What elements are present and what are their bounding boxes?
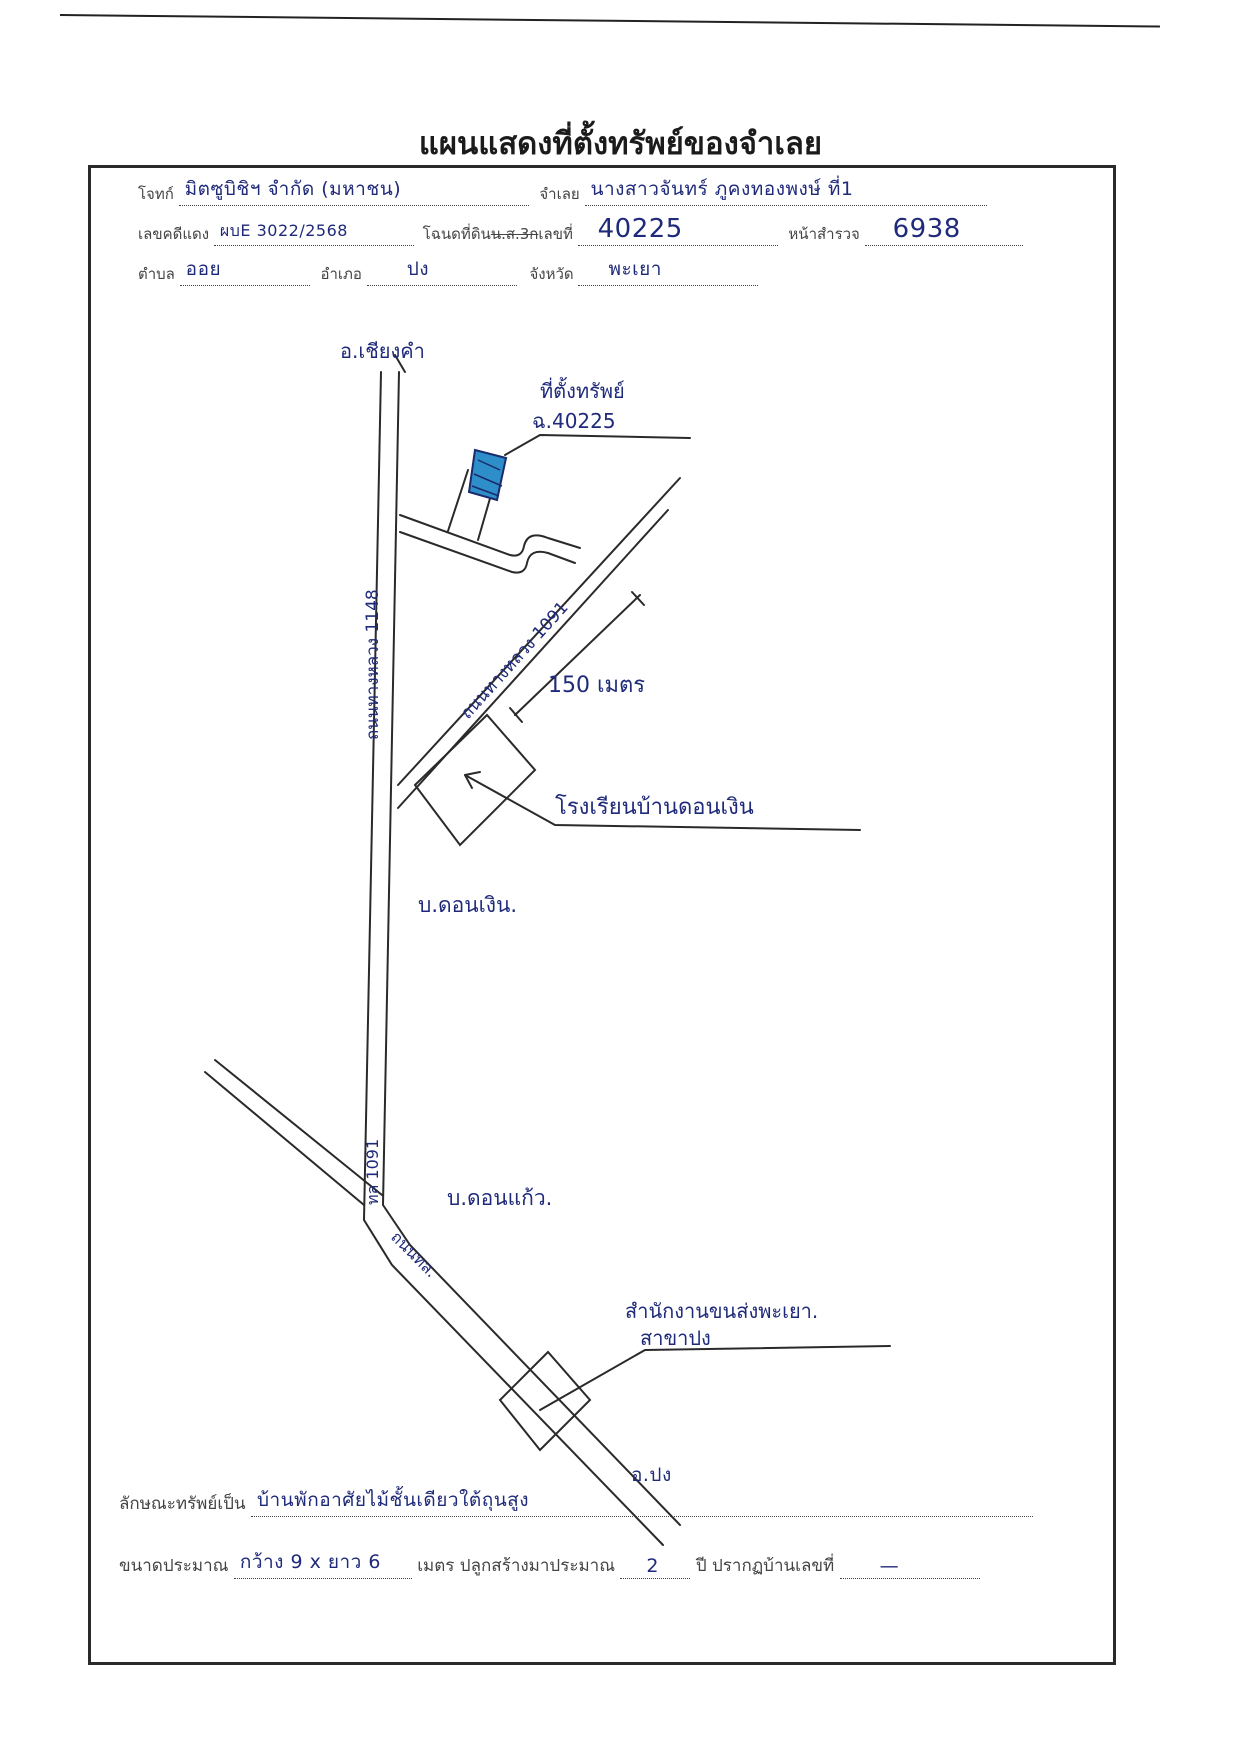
defendant-field: นางสาวจันทร์ ภูคงทองพงษ์ ที่1 bbox=[584, 178, 987, 206]
case-field: ผบE 3022/2568 bbox=[213, 221, 414, 246]
deed-label-prefix: โฉนดที่ดิน bbox=[422, 225, 491, 243]
form-frame bbox=[88, 165, 1116, 1665]
parcel-hatch-1 bbox=[477, 459, 501, 471]
parcel-hatch-2 bbox=[473, 473, 503, 487]
office-label-1: สำนักงานขนส่งพะเยา. bbox=[625, 1299, 818, 1323]
access-road-line-2 bbox=[399, 514, 581, 557]
village-2-label: บ.ดอนแก้ว. bbox=[447, 1186, 552, 1210]
deed-label-struck: น.ส.3ก bbox=[490, 225, 539, 243]
meter-label: เมตร ปลูกสร้างมาประมาณ bbox=[417, 1556, 615, 1576]
distance-label: 150 เมตร bbox=[548, 673, 645, 698]
school-building bbox=[413, 713, 537, 847]
highway-south-label-2: ถนนทล. bbox=[387, 1227, 441, 1281]
house-value: — bbox=[879, 1555, 900, 1577]
province-field: พะเยา bbox=[578, 258, 759, 286]
plaintiff-row: โจทก์ มิตซูบิชิฯ จำกัด (มหาชน) จำเลย นาง… bbox=[138, 178, 987, 206]
plaintiff-value: มิตซูบิชิฯ จำกัด (มหาชน) bbox=[184, 178, 402, 200]
school-pointer-line bbox=[464, 774, 861, 831]
province-value: พะเยา bbox=[608, 258, 662, 280]
plaintiff-label: โจทก์ bbox=[138, 185, 174, 203]
case-row: เลขคดีแดง ผบE 3022/2568 โฉนดที่ดินน.ส.3ก… bbox=[138, 214, 1023, 246]
deed-field: 40225 bbox=[577, 214, 778, 246]
lane-line-1 bbox=[447, 469, 469, 532]
property-parcel bbox=[467, 448, 508, 502]
diag-road-line-1 bbox=[397, 477, 681, 786]
parcel-hatch-3 bbox=[471, 485, 500, 497]
road-side-label: ถนนทางหลวง 1091 bbox=[457, 598, 573, 723]
document-title: แผนแสดงที่ตั้งทรัพย์ของจำเลย bbox=[418, 126, 823, 162]
nature-field: บ้านพักอาศัยไม้ชั้นเดียวใต้ถุนสูง อ.ปง bbox=[250, 1464, 1033, 1517]
size-value: กว้าง 9 x ยาว 6 bbox=[239, 1551, 381, 1573]
main-road-west-line bbox=[362, 371, 664, 1546]
survey-label: หน้าสำรวจ bbox=[788, 225, 860, 243]
province-label: จังหวัด bbox=[529, 265, 574, 283]
survey-field: 6938 bbox=[864, 214, 1023, 246]
subdistrict-field: ออย bbox=[179, 258, 310, 286]
size-label: ขนาดประมาณ bbox=[119, 1556, 229, 1576]
subdistrict-value: ออย bbox=[185, 258, 222, 280]
district-label: อำเภอ bbox=[320, 265, 362, 283]
defendant-label: จำเลย bbox=[539, 185, 580, 203]
office-building bbox=[498, 1350, 592, 1452]
distance-arrow-cap-1 bbox=[631, 591, 645, 606]
defendant-value: นางสาวจันทร์ ภูคงทองพงษ์ ที่1 bbox=[590, 178, 854, 200]
plaintiff-field: มิตซูบิชิฯ จำกัด (มหาชน) bbox=[178, 178, 529, 206]
years-value: 2 bbox=[646, 1555, 659, 1577]
house-field: — bbox=[839, 1555, 980, 1579]
north-label: อ.เชียงคำ bbox=[340, 339, 425, 363]
nature-row: ลักษณะทรัพย์เป็น บ้านพักอาศัยไม้ชั้นเดีย… bbox=[119, 1464, 1033, 1517]
case-value: ผบE 3022/2568 bbox=[219, 221, 348, 240]
highway-north-label: ถนนทางหลวง 1148 bbox=[363, 589, 383, 740]
size-field: กว้าง 9 x ยาว 6 bbox=[233, 1551, 412, 1579]
office-pointer-line bbox=[539, 1345, 891, 1411]
deed-value: 40225 bbox=[597, 214, 683, 244]
village-1-label: บ.ดอนเงิน. bbox=[418, 893, 517, 917]
district-field: ปง bbox=[366, 258, 517, 286]
distance-arrow-cap-2 bbox=[509, 707, 523, 723]
district-value: ปง bbox=[406, 258, 430, 280]
sw-road-line-1 bbox=[204, 1071, 365, 1206]
main-road-east-line bbox=[381, 371, 681, 1526]
house-label: ปี ปรากฏบ้านเลขที่ bbox=[695, 1556, 835, 1576]
deed-label-suffix: เลขที่ bbox=[538, 225, 573, 243]
school-arrow-head bbox=[464, 771, 481, 789]
size-row: ขนาดประมาณ กว้าง 9 x ยาว 6 เมตร ปลูกสร้า… bbox=[119, 1551, 980, 1579]
nature-label: ลักษณะทรัพย์เป็น bbox=[119, 1494, 246, 1514]
property-label-2: ฉ.40225 bbox=[532, 409, 616, 433]
office-label-2: สาขาปง bbox=[640, 1326, 711, 1350]
nature-note: อ.ปง bbox=[630, 1464, 672, 1486]
distance-arrow-line bbox=[514, 594, 641, 716]
sw-road-line-2 bbox=[214, 1059, 383, 1196]
case-label: เลขคดีแดง bbox=[138, 225, 210, 243]
school-label: โรงเรียนบ้านดอนเงิน bbox=[555, 794, 754, 820]
road-tick bbox=[394, 354, 406, 373]
subdistrict-label: ตำบล bbox=[138, 265, 175, 283]
access-road-line-1 bbox=[399, 531, 576, 574]
survey-value: 6938 bbox=[892, 214, 961, 244]
years-field: 2 bbox=[620, 1555, 691, 1579]
nature-value: บ้านพักอาศัยไม้ชั้นเดียวใต้ถุนสูง bbox=[256, 1489, 530, 1511]
property-label-1: ที่ตั้งทรัพย์ bbox=[540, 377, 625, 403]
highway-south-label-1: ทล 1091 bbox=[363, 1139, 382, 1205]
property-pointer-line bbox=[504, 433, 691, 456]
location-row: ตำบล ออย อำเภอ ปง จังหวัด พะเยา bbox=[138, 258, 759, 286]
